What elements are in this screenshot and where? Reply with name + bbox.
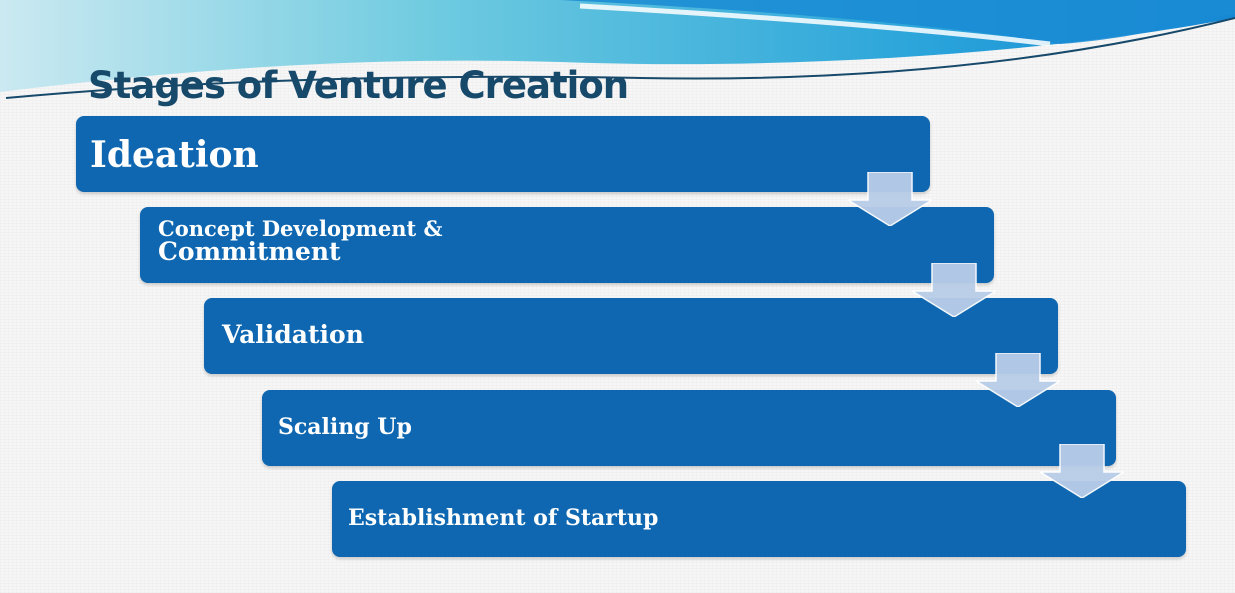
stage-label-line-2: Commitment: [158, 237, 341, 266]
stage-scaling-up: Scaling Up: [262, 390, 1116, 466]
stage-establishment-of-startup: Establishment of Startup: [332, 481, 1186, 557]
stage-label: Validation: [222, 320, 364, 349]
down-arrow-icon: [848, 172, 932, 226]
stage-concept-development: Concept Development & Commitment: [140, 207, 994, 283]
stage-label: Scaling Up: [278, 414, 412, 440]
stage-label-line-1: Concept Development &: [158, 216, 443, 241]
stage-label: Establishment of Startup: [348, 505, 659, 531]
down-arrow-icon: [912, 263, 996, 317]
stage-label: Ideation: [90, 134, 259, 176]
down-arrow-icon: [1040, 444, 1124, 498]
down-arrow-icon: [976, 353, 1060, 407]
stage-validation: Validation: [204, 298, 1058, 374]
slide-title: Stages of Venture Creation: [88, 64, 629, 107]
stage-ideation: Ideation: [76, 116, 930, 192]
header-wave-banner: [0, 0, 1235, 99]
stage-label: Concept Development & Commitment: [158, 216, 443, 266]
